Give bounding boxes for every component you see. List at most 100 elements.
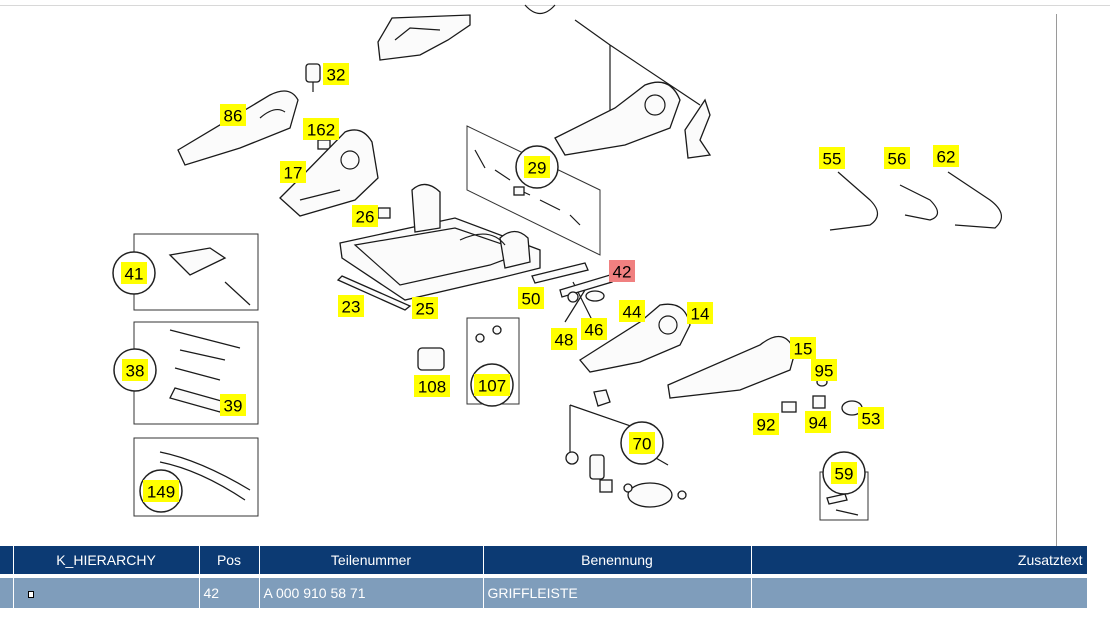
callout-53[interactable]: 53: [858, 407, 884, 429]
callout-42[interactable]: 42: [609, 260, 635, 282]
callout-layer: 32 86 162 17 29 26 55 56 62 41 42 50 23 25 44 14 46 48 38 1…: [121, 63, 959, 502]
callout-box: [220, 394, 246, 416]
callout-149[interactable]: 149: [143, 480, 179, 502]
column-header-name[interactable]: Benennung: [483, 546, 752, 578]
callout-box: [352, 205, 378, 227]
callout-label: 162: [307, 121, 335, 140]
callout-50[interactable]: 50: [518, 287, 544, 309]
pos-cell[interactable]: 42: [199, 576, 260, 608]
callout-label: 38: [126, 362, 145, 381]
callout-label: 32: [327, 66, 346, 85]
callout-label: 108: [418, 378, 446, 397]
callout-label: 29: [528, 159, 547, 178]
callout-29[interactable]: 29: [524, 156, 550, 178]
callout-box: [280, 161, 306, 183]
callout-label: 62: [937, 148, 956, 167]
callout-label: 149: [147, 483, 175, 502]
callout-label: 50: [522, 290, 541, 309]
callout-14[interactable]: 14: [687, 302, 713, 324]
callout-25[interactable]: 25: [412, 297, 438, 319]
callout-86[interactable]: 86: [220, 104, 246, 126]
callout-box: [303, 118, 339, 140]
callout-46[interactable]: 46: [581, 318, 607, 340]
callout-59[interactable]: 59: [831, 462, 857, 484]
callout-label: 94: [809, 414, 828, 433]
column-header-part-number[interactable]: Teilenummer: [259, 546, 484, 578]
column-header-pos[interactable]: Pos: [199, 546, 260, 578]
callout-162[interactable]: 162: [303, 118, 339, 140]
part-number-cell[interactable]: A 000 910 58 71: [259, 576, 484, 608]
callout-box: [122, 359, 148, 381]
callout-box: [629, 432, 655, 454]
callout-label: 92: [757, 416, 776, 435]
callout-box: [518, 287, 544, 309]
callout-107[interactable]: 107: [474, 374, 510, 396]
pane-divider: [1056, 14, 1057, 546]
parts-table: K_HIERARCHY Pos Teilenummer Benennung Zu…: [0, 546, 1088, 608]
callout-box: [143, 480, 179, 502]
callout-41[interactable]: 41: [121, 262, 147, 284]
column-header-extra-text[interactable]: Zusatztext: [751, 546, 1088, 578]
callout-38[interactable]: 38: [122, 359, 148, 381]
callout-label: 53: [862, 410, 881, 429]
callout-55[interactable]: 55: [819, 147, 845, 169]
callout-108[interactable]: 108: [414, 375, 450, 397]
callout-box: [121, 262, 147, 284]
exploded-diagram: 32 86 162 17 29 26 55 56 62 41 42 50 23 25 44 14 46 48 38 1…: [112, 4, 1002, 521]
callout-label: 44: [623, 303, 642, 322]
callout-label: 70: [633, 435, 652, 454]
callout-label: 15: [794, 340, 813, 359]
callout-box: [831, 462, 857, 484]
callout-44[interactable]: 44: [619, 300, 645, 322]
callout-15[interactable]: 15: [790, 337, 816, 359]
callout-92[interactable]: 92: [753, 413, 779, 435]
callout-56[interactable]: 56: [884, 147, 910, 169]
column-header-k-hierarchy[interactable]: K_HIERARCHY: [13, 546, 200, 578]
callout-box: [805, 411, 831, 433]
callout-70[interactable]: 70: [629, 432, 655, 454]
row-selector-cell[interactable]: [0, 576, 14, 608]
callout-label: 26: [356, 208, 375, 227]
callout-23[interactable]: 23: [338, 295, 364, 317]
callout-box: [687, 302, 713, 324]
table-row[interactable]: 42 A 000 910 58 71 GRIFFLEISTE: [0, 576, 1088, 608]
parts-artwork: [133, 4, 1002, 521]
leader-lines: [564, 19, 701, 466]
callout-95[interactable]: 95: [811, 359, 837, 381]
hierarchy-marker-icon: [27, 591, 34, 598]
callout-39[interactable]: 39: [220, 394, 246, 416]
callout-label: 39: [224, 397, 243, 416]
name-cell[interactable]: GRIFFLEISTE: [483, 576, 752, 608]
callout-box: [619, 300, 645, 322]
callout-box: [474, 374, 510, 396]
callout-label: 107: [478, 377, 506, 396]
callout-label: 41: [125, 265, 144, 284]
callout-label: 55: [823, 150, 842, 169]
callout-17[interactable]: 17: [280, 161, 306, 183]
callout-label: 23: [342, 298, 361, 317]
callout-label: 86: [224, 107, 243, 126]
callout-box: [609, 260, 635, 282]
callout-label: 42: [613, 263, 632, 282]
callout-label: 46: [585, 321, 604, 340]
callout-box: [581, 318, 607, 340]
callout-label: 48: [555, 331, 574, 350]
callout-label: 25: [416, 300, 435, 319]
callout-box: [551, 328, 577, 350]
callout-box: [753, 413, 779, 435]
callout-48[interactable]: 48: [551, 328, 577, 350]
callout-box: [858, 407, 884, 429]
exploded-diagram-pane[interactable]: 32 86 162 17 29 26 55 56 62 41 42 50 23 25 44 14 46 48 38 1…: [0, 0, 1058, 546]
extra-text-cell[interactable]: [751, 576, 1088, 608]
callout-32[interactable]: 32: [323, 63, 349, 85]
hierarchy-cell[interactable]: [13, 576, 200, 608]
callout-26[interactable]: 26: [352, 205, 378, 227]
callout-62[interactable]: 62: [933, 145, 959, 167]
callout-box: [220, 104, 246, 126]
callout-label: 59: [835, 465, 854, 484]
callout-94[interactable]: 94: [805, 411, 831, 433]
callout-label: 95: [815, 362, 834, 381]
callout-box: [884, 147, 910, 169]
callout-box: [790, 337, 816, 359]
callout-box: [811, 359, 837, 381]
